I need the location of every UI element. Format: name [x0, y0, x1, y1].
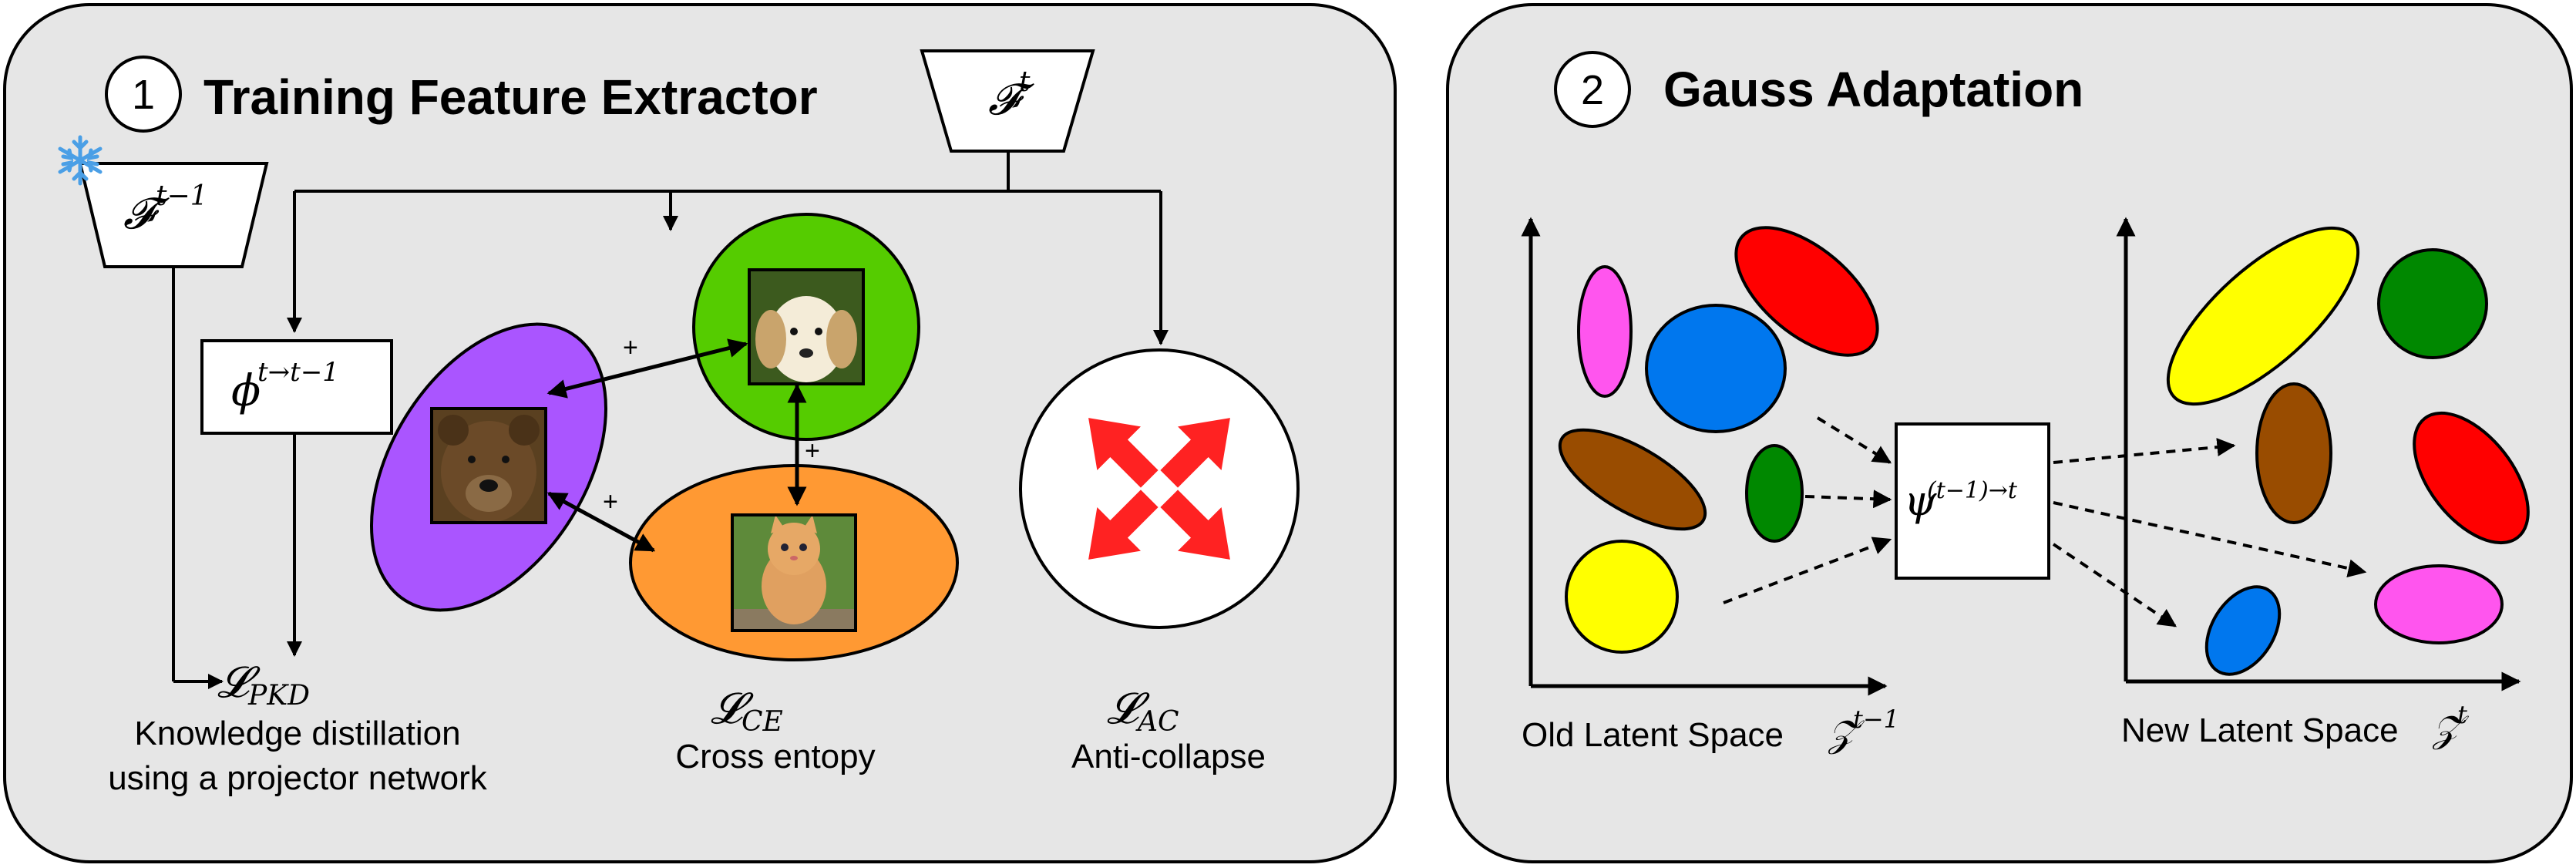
- new-gaussian-magenta: [2374, 564, 2504, 644]
- plus-sign: +: [603, 487, 618, 516]
- adapter-symbol: ψ: [1904, 476, 1937, 525]
- bear-image: [432, 409, 546, 523]
- step-number-circle: [105, 56, 182, 133]
- old-space-label: Old Latent Space: [1522, 716, 1784, 754]
- loss-ce-sub: CE: [742, 706, 783, 738]
- plus-sign: +: [623, 333, 638, 362]
- panel1-title: Training Feature Extractor: [203, 69, 818, 125]
- loss-pkd-caption-line1: Knowledge distillation: [134, 715, 460, 752]
- plus-sign: +: [805, 436, 820, 466]
- projector-sup: t→t−1: [257, 357, 339, 388]
- loss-ac-caption: Anti-collapse: [1071, 738, 1266, 775]
- loss-pkd-sub: PKD: [247, 680, 310, 712]
- panel-training-feature-extractor: 1 Training Feature Extractor 𝓕 t 𝓕 t−1: [3, 3, 1397, 863]
- new-space-axes: [2116, 217, 2521, 691]
- new-space-sup: t: [2457, 700, 2467, 729]
- new-gaussian-brown: [2255, 382, 2332, 524]
- snowflake-icon: [58, 135, 103, 186]
- dog-image: [749, 270, 863, 384]
- gauss-adapter-box: [1895, 422, 2050, 580]
- projector-network-box: [200, 339, 393, 435]
- old-feature-extractor: [78, 162, 269, 268]
- old-gaussian-yellow: [1565, 540, 1679, 654]
- step-number: 1: [132, 72, 155, 118]
- old-gaussian-magenta: [1577, 265, 1633, 398]
- old-gaussian-red: [1734, 226, 1879, 357]
- loss-ce-caption: Cross entopy: [675, 738, 875, 775]
- old-gaussian-brown: [1558, 428, 1707, 531]
- panel2-title: Gauss Adaptation: [1663, 62, 2083, 117]
- relation-arrows: [546, 338, 807, 553]
- expand-arrows-icon: [1088, 418, 1230, 560]
- new-gaussian-yellow: [2166, 226, 2360, 406]
- old-space-axes: [1521, 217, 1888, 696]
- new-gaussian-blue: [2204, 585, 2282, 676]
- old-extractor-sup: t−1: [156, 180, 208, 212]
- cat-image: [732, 515, 856, 631]
- anti-collapse-circle: [1019, 348, 1300, 629]
- new-gaussian-green: [2377, 248, 2488, 359]
- projector-symbol: ϕ: [231, 366, 261, 416]
- step-number: 2: [1581, 67, 1604, 113]
- panel-gauss-adaptation: 2 Gauss Adaptation ψ (t−1)→t: [1446, 3, 2573, 863]
- new-gaussian-red: [2413, 411, 2530, 545]
- panel1-background: [3, 3, 1397, 863]
- new-extractor-sup: t: [1019, 66, 1031, 98]
- mapping-arrows: [1723, 416, 2367, 627]
- new-feature-extractor: [920, 49, 1095, 153]
- old-gaussian-green: [1745, 444, 1804, 543]
- loss-pkd-caption-line2: using a projector network: [108, 759, 488, 797]
- old-gaussian-blue: [1645, 304, 1787, 433]
- step-number-circle: [1554, 51, 1631, 128]
- loss-ac-sub: AC: [1135, 706, 1179, 738]
- old-space-sup: t−1: [1853, 705, 1899, 734]
- panel1-connectors: [172, 151, 1169, 689]
- new-space-label: New Latent Space: [2121, 712, 2399, 749]
- adapter-sup: (t−1)→t: [1927, 477, 2018, 504]
